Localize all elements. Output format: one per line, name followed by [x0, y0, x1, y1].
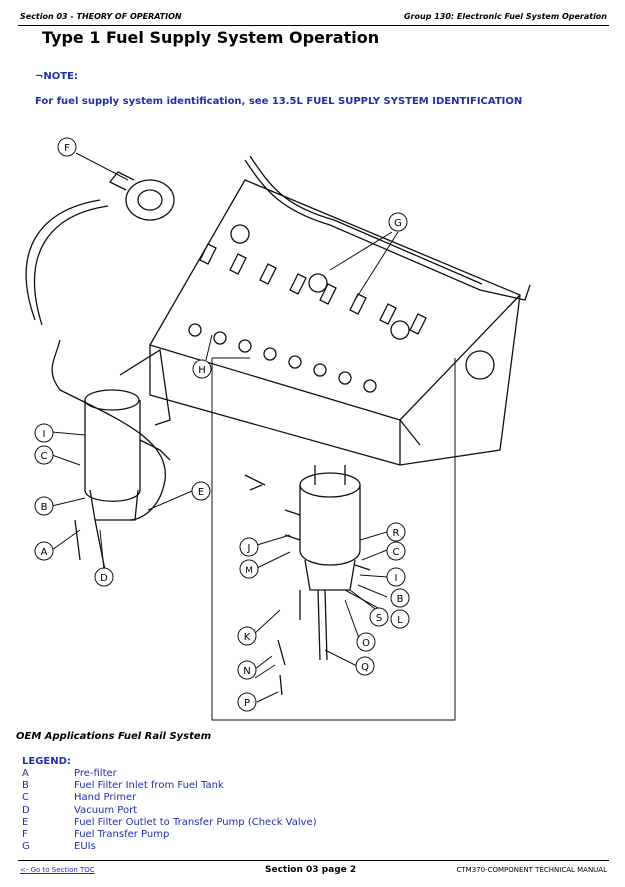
legend-item: B Fuel Filter Inlet from Fuel Tank: [22, 780, 422, 792]
callout-d: D: [94, 567, 114, 587]
page-title: Type 1 Fuel Supply System Operation: [42, 28, 380, 47]
callout-n: N: [237, 660, 257, 680]
legend-text: Pre-filter: [74, 768, 117, 779]
callout-j: J: [239, 537, 259, 557]
callout-i2: I: [386, 567, 406, 587]
legend-item: D Vacuum Port: [22, 805, 422, 817]
manual-name: CTM370-COMPONENT TECHNICAL MANUAL: [456, 866, 607, 874]
svg-text:H: H: [198, 365, 206, 376]
header-divider: [18, 25, 609, 26]
legend-text: Fuel Filter Inlet from Fuel Tank: [74, 780, 224, 792]
callout-a: A: [34, 541, 54, 561]
callout-labels: F G H I C B A D E J M R C I B S L O Q K …: [34, 137, 410, 712]
svg-text:S: S: [376, 613, 382, 624]
legend-key: G: [22, 841, 30, 853]
legend-list: A Pre-filter B Fuel Filter Inlet from Fuel…: [22, 768, 422, 853]
callout-q: Q: [355, 656, 375, 676]
svg-text:F: F: [64, 143, 70, 154]
callout-m: M: [239, 559, 259, 579]
footer-divider: [18, 860, 609, 861]
svg-text:N: N: [243, 666, 250, 677]
legend-key: A: [22, 768, 29, 779]
legend-key: D: [22, 804, 30, 816]
legend-item: C Hand Primer: [22, 792, 422, 804]
callout-g: G: [388, 212, 408, 232]
callout-b2: B: [390, 588, 410, 608]
callout-h: H: [192, 359, 212, 379]
svg-text:I: I: [395, 573, 398, 584]
svg-text:I: I: [43, 429, 46, 440]
callout-i: I: [34, 423, 54, 443]
callout-b: B: [34, 496, 54, 516]
page-number: Section 03 page 2: [265, 865, 357, 875]
svg-text:C: C: [41, 451, 48, 462]
svg-text:C: C: [393, 547, 400, 558]
svg-text:G: G: [394, 218, 402, 229]
legend-text: Fuel Filter Outlet to Transfer Pump (Che…: [74, 816, 317, 828]
callout-o: O: [356, 632, 376, 652]
legend-title: LEGEND:: [22, 756, 71, 767]
svg-text:B: B: [397, 594, 404, 605]
svg-text:P: P: [244, 698, 250, 709]
callout-c2: C: [386, 541, 406, 561]
svg-text:B: B: [41, 502, 48, 513]
header-left: Section 03 - THEORY OF OPERATION: [20, 12, 182, 21]
callout-s: S: [369, 607, 389, 627]
legend-key: F: [22, 828, 28, 840]
legend-item: G EUIs: [22, 841, 422, 853]
legend-text: Hand Primer: [74, 792, 137, 804]
callout-l: L: [390, 609, 410, 629]
legend-item: E Fuel Filter Outlet to Transfer Pump (Ch…: [22, 817, 422, 829]
legend-item: F Fuel Transfer Pump: [22, 829, 422, 841]
section-toc-link[interactable]: <- Go to Section TOC: [20, 866, 95, 874]
legend-key: B: [22, 780, 29, 792]
legend-key: E: [22, 816, 29, 828]
header-right: Group 130: Electronic Fuel System Operat…: [403, 12, 607, 21]
svg-text:M: M: [245, 566, 253, 576]
legend-key: C: [22, 792, 29, 804]
svg-text:Q: Q: [361, 662, 369, 673]
svg-text:L: L: [397, 615, 403, 626]
svg-text:R: R: [393, 528, 400, 539]
legend-text: Fuel Transfer Pump: [74, 828, 170, 840]
svg-text:K: K: [244, 632, 251, 643]
callout-f: F: [57, 137, 77, 157]
svg-text:D: D: [100, 573, 108, 584]
callout-k: K: [237, 626, 257, 646]
svg-text:O: O: [362, 638, 370, 649]
note-label: ¬NOTE:: [35, 71, 78, 82]
fuel-system-figure: F G H I C B A D E J M R C I B S L O Q K …: [25, 137, 531, 721]
callout-e: E: [191, 481, 211, 501]
callout-p: P: [237, 692, 257, 712]
legend-text: EUIs: [74, 841, 96, 853]
legend-text: Vacuum Port: [74, 804, 138, 816]
callout-c: C: [34, 445, 54, 465]
callout-r: R: [386, 522, 406, 542]
svg-text:E: E: [198, 487, 204, 498]
svg-text:A: A: [41, 547, 48, 558]
legend-item: A Pre-filter: [22, 768, 422, 780]
figure-caption: OEM Applications Fuel Rail System: [16, 731, 212, 742]
svg-text:J: J: [247, 543, 251, 554]
note-text: For fuel supply system identification, s…: [35, 96, 523, 107]
